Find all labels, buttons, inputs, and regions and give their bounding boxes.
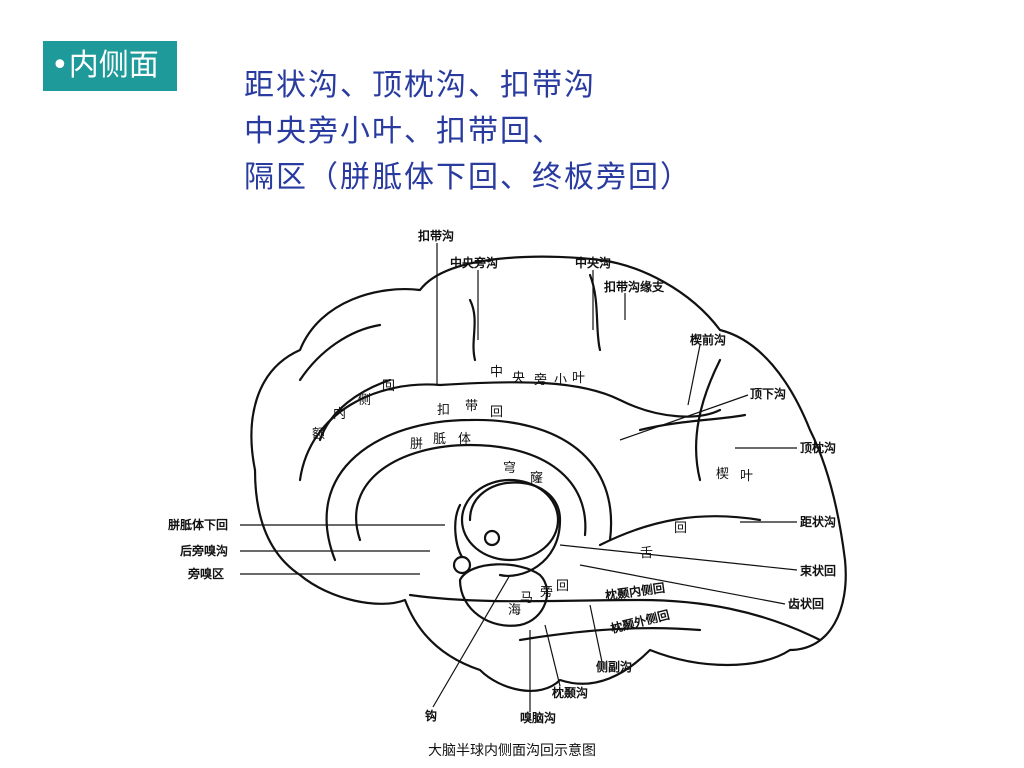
inner-callosum-3: 体 xyxy=(458,432,471,447)
inner-frontal-4: 回 xyxy=(382,379,395,394)
label-paracentral-sulcus: 中央旁沟 xyxy=(450,255,498,270)
label-posterior-parolfactory-sulcus: 后旁嗅沟 xyxy=(180,543,228,558)
inner-callosum-2: 胝 xyxy=(433,432,446,447)
label-isthmus-gyrus: 束状回 xyxy=(799,563,836,578)
label-subcallosal-gyrus: 胼胝体下回 xyxy=(168,517,228,532)
label-collateral-sulcus: 侧副沟 xyxy=(596,659,632,674)
paracentral-notch xyxy=(468,298,477,362)
subparietal-line xyxy=(638,413,747,432)
collateral-line xyxy=(408,593,822,642)
heading-line-3: 隔区（胼胝体下回、终板旁回） xyxy=(244,160,692,195)
mammillary-body xyxy=(483,529,501,547)
frontal-sulcus-1 xyxy=(318,378,392,442)
hemisphere-outline xyxy=(250,255,847,692)
inner-paracentral-2: 央 xyxy=(512,371,525,386)
central-notch xyxy=(588,273,602,352)
figure-caption: 大脑半球内侧面沟回示意图 xyxy=(428,743,596,759)
fornix-arc xyxy=(468,481,562,577)
inner-lingual-1: 回 xyxy=(674,521,687,536)
fornix-oval xyxy=(460,478,560,562)
label-calcarine-sulcus: 距状沟 xyxy=(800,514,836,529)
cingulate-sulcus-line xyxy=(298,381,722,482)
label-parolfactory-area: 旁嗅区 xyxy=(187,566,224,581)
inner-frontal-1: 额 xyxy=(312,427,325,442)
label-precuneus-sulcus: 楔前沟 xyxy=(690,332,726,347)
uncus-outline xyxy=(458,563,549,627)
inner-paracentral-3: 旁 xyxy=(534,372,547,388)
inner-cuneus-2: 叶 xyxy=(740,469,753,484)
label-lateral-occipitotemporal-gyrus: 枕颞外侧回 xyxy=(609,607,671,636)
inner-cingulate-1: 扣 xyxy=(437,403,450,418)
label-subparietal-sulcus: 顶下沟 xyxy=(750,386,786,401)
label-cingulate-sulcus: 扣带沟 xyxy=(418,228,454,243)
frontal-sulcus-2 xyxy=(298,323,382,382)
inner-frontal-2: 内 xyxy=(333,406,346,422)
inner-fornix-1: 穹 xyxy=(503,460,516,476)
label-parieto-occipital-sulcus: 顶枕沟 xyxy=(800,440,836,455)
inner-paracentral-5: 叶 xyxy=(572,371,585,386)
label-occipitotemporal-sulcus: 枕颞沟 xyxy=(552,685,588,700)
inner-frontal-3: 侧 xyxy=(358,393,371,408)
label-central-sulcus: 中央沟 xyxy=(575,255,611,270)
inner-parahippo-3: 旁 xyxy=(540,584,553,600)
lamina-terminalis xyxy=(454,503,464,559)
corpus-callosum-inner xyxy=(355,443,587,542)
label-rhinal-sulcus: 嗅脑沟 xyxy=(520,710,556,725)
inner-fornix-2: 窿 xyxy=(530,471,543,486)
inner-paracentral-4: 小 xyxy=(554,373,567,388)
corpus-callosum-outer xyxy=(325,418,613,562)
inner-paracentral-1: 中 xyxy=(490,365,503,380)
inner-parahippo-2: 马 xyxy=(520,591,533,606)
inner-lingual-2: 舌 xyxy=(640,546,653,561)
calcarine-line xyxy=(598,515,762,547)
occipitotemporal-line xyxy=(518,626,702,642)
inner-callosum-1: 胼 xyxy=(410,437,423,452)
section-tag: •内侧面 xyxy=(43,41,177,91)
leader-lines xyxy=(240,243,798,712)
label-marginal-branch: 扣带沟缘支 xyxy=(604,279,665,294)
inner-parahippo-1: 海 xyxy=(508,603,521,618)
inner-cuneus-1: 楔 xyxy=(716,467,729,482)
inner-parahippo-4: 回 xyxy=(556,579,569,594)
heading-line-1: 距状沟、顶枕沟、扣带沟 xyxy=(244,68,596,103)
heading-line-2: 中央旁小叶、扣带回、 xyxy=(244,114,564,149)
inner-cingulate-3: 回 xyxy=(490,405,503,420)
inner-cingulate-2: 带 xyxy=(465,399,478,414)
label-dentate-gyrus: 齿状回 xyxy=(788,596,824,611)
label-uncus: 钩 xyxy=(425,708,437,723)
